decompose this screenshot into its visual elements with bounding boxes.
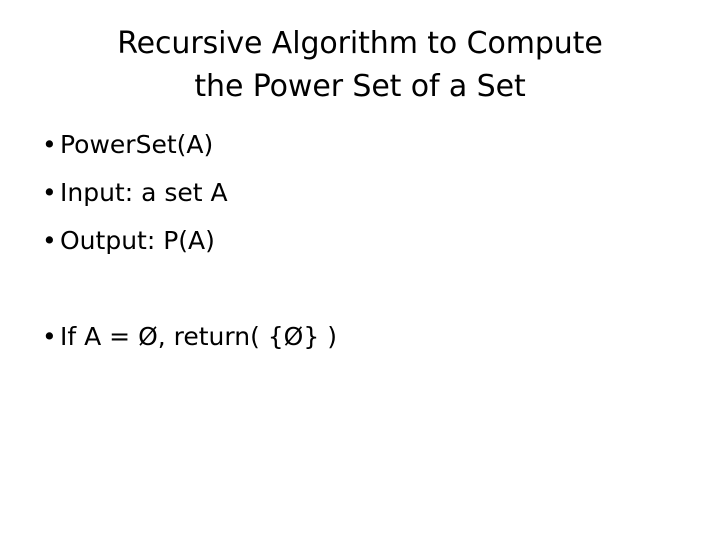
list-item: • Input: a set A bbox=[36, 176, 686, 224]
list-item: • Output: P(A) bbox=[36, 224, 686, 272]
list-item-label: Input: a set A bbox=[60, 178, 228, 207]
bullet-dot-icon: • bbox=[42, 226, 57, 255]
slide-title: Recursive Algorithm to Compute the Power… bbox=[36, 22, 684, 108]
bullet-dot-icon: • bbox=[42, 130, 57, 159]
slide-bullet-list: • PowerSet(A) • Input: a set A • Output:… bbox=[36, 128, 686, 368]
list-item-label: If A = Ø, return( {Ø} ) bbox=[60, 322, 337, 351]
list-item-spacer: • bbox=[36, 272, 686, 320]
slide-title-line-1: Recursive Algorithm to Compute bbox=[117, 26, 603, 61]
list-item-label: PowerSet(A) bbox=[60, 130, 214, 159]
bullet-dot-icon: • bbox=[42, 178, 57, 207]
slide-title-line-2: the Power Set of a Set bbox=[194, 69, 526, 104]
list-item: • PowerSet(A) bbox=[36, 128, 686, 176]
list-item-label: Output: P(A) bbox=[60, 226, 215, 255]
list-item: • If A = Ø, return( {Ø} ) bbox=[36, 320, 686, 368]
bullet-dot-icon: • bbox=[42, 322, 57, 351]
